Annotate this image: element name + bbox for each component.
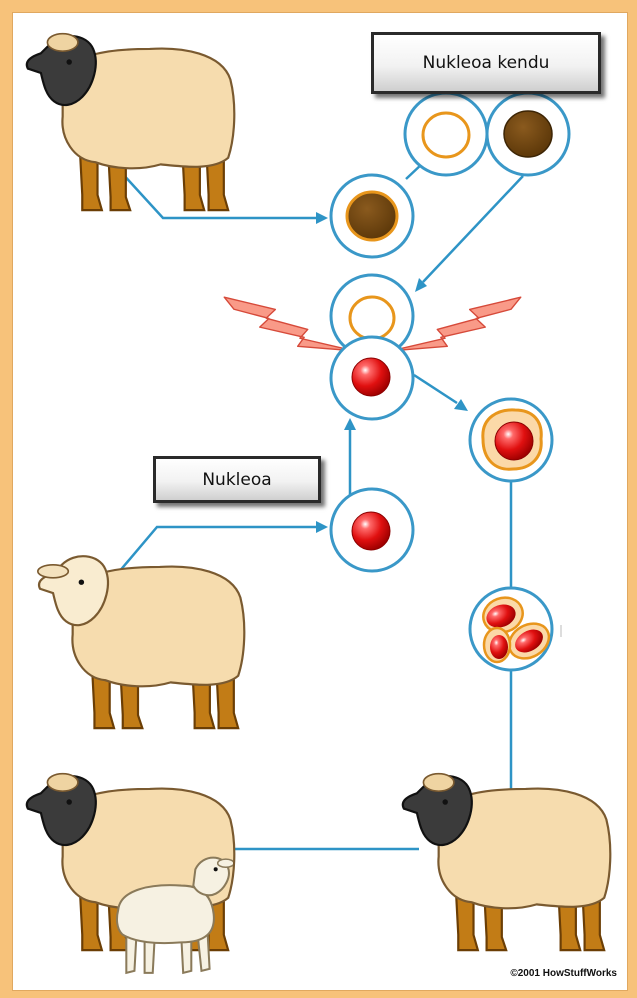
copyright-text: ©2001 HowStuffWorks [510,968,617,979]
cell-embryo [468,586,554,672]
arrowheads [316,212,468,533]
red-nucleus [351,357,391,397]
diagram-panel: Nukleoa kendu Nukleoa ©2001 HowStuffWork… [12,12,628,991]
cell-top-right [485,91,571,177]
label-nucleus: Nukleoa [153,456,321,503]
cloning-diagram [25,32,612,974]
brown-nucleus [503,110,553,158]
label-nucleus-removed: Nukleoa kendu [371,32,601,94]
sheep-egg-white-face-icon [36,555,246,730]
sheep-surrogate-black-face-icon [401,772,612,952]
cell-nucleus-source [329,487,415,573]
brown-nucleus-donor [345,190,399,242]
cell-activated [468,397,554,483]
cell-fusion [329,335,415,421]
connector-lines [117,162,524,851]
cell-top-left [403,91,489,177]
empty-nucleus-membrane [421,111,471,159]
cell-donor [329,173,415,259]
